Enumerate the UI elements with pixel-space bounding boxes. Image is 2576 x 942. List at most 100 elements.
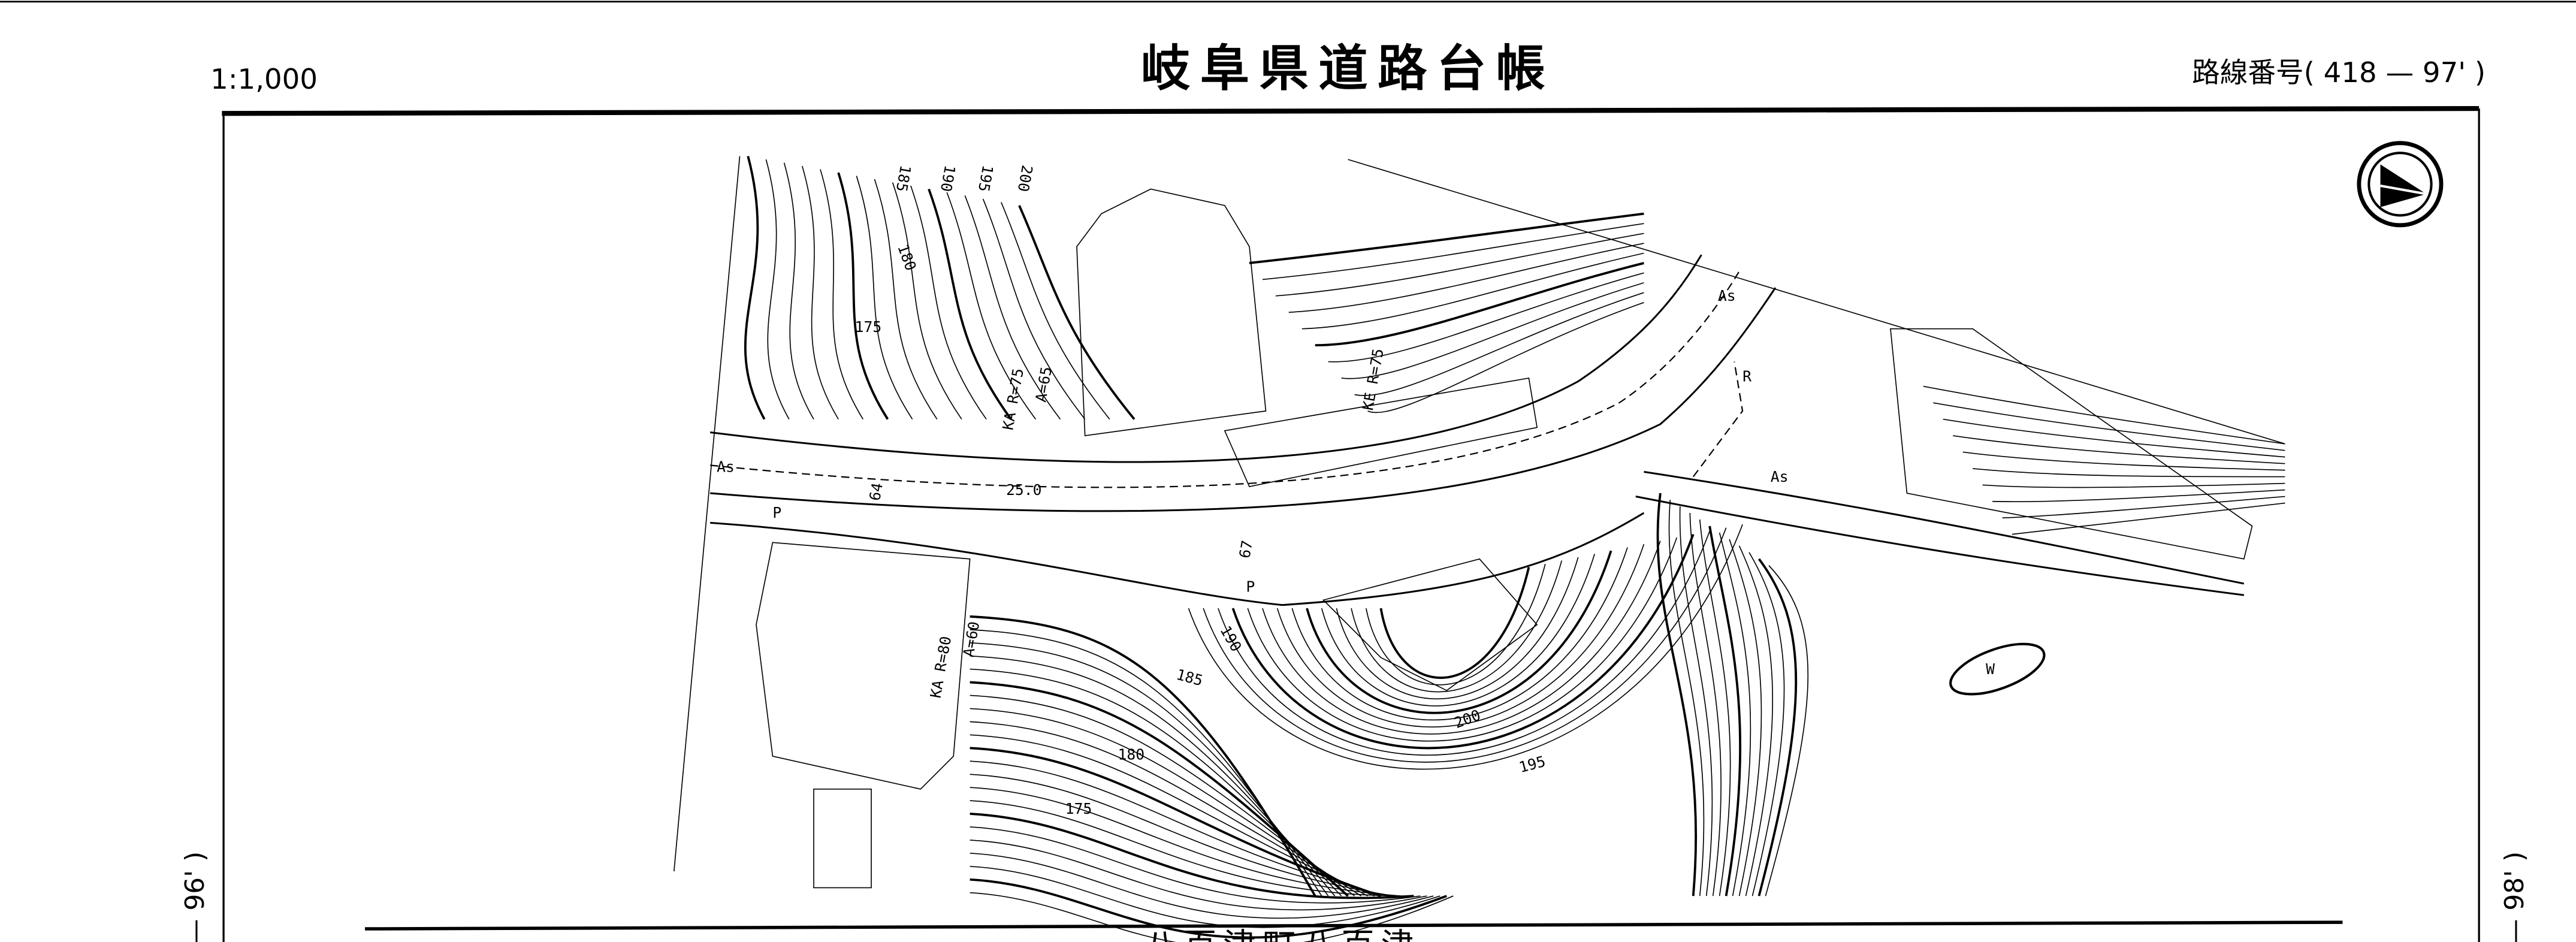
page-title: 岐阜県道路台帳 bbox=[1141, 41, 1555, 98]
contour-line bbox=[1203, 527, 1727, 763]
contour-line bbox=[802, 165, 839, 420]
contour-line bbox=[1668, 499, 1705, 896]
contour-line bbox=[970, 668, 1342, 896]
contour-line bbox=[970, 642, 1329, 896]
contour-line bbox=[1765, 565, 1809, 896]
contour-label: 195 bbox=[975, 164, 996, 193]
contour-line bbox=[1354, 292, 1644, 396]
contour-line bbox=[970, 629, 1322, 896]
contour-line bbox=[1367, 302, 1644, 413]
contour-line bbox=[970, 681, 1349, 897]
contour-line bbox=[1341, 282, 1644, 379]
station-label: P bbox=[1246, 578, 1255, 596]
contour-line bbox=[970, 708, 1362, 896]
contour-label: 185 bbox=[1174, 666, 1205, 690]
contour-line bbox=[1366, 563, 1546, 686]
contour-line bbox=[1708, 526, 1742, 896]
contour-line bbox=[970, 840, 1427, 911]
contour-line bbox=[856, 176, 913, 420]
contour-label: 180 bbox=[894, 242, 920, 273]
contour-line bbox=[765, 159, 790, 419]
contour-line bbox=[1933, 402, 2285, 451]
footer-location: 八百津町八百津 bbox=[1144, 926, 1420, 942]
contour-line bbox=[970, 721, 1368, 896]
contour-line bbox=[1275, 233, 1644, 297]
contour-label: 180 bbox=[1118, 745, 1145, 763]
contour-line bbox=[1001, 202, 1110, 420]
station-label: 67 bbox=[1236, 539, 1256, 559]
contour-line bbox=[1953, 435, 2285, 464]
contour-line bbox=[1379, 567, 1530, 679]
curve-label: KA R=75 bbox=[999, 367, 1027, 431]
contour-line bbox=[1262, 223, 1644, 280]
contour-line bbox=[1757, 558, 1798, 896]
road-surface-label: As bbox=[1718, 287, 1736, 304]
contour-line bbox=[1729, 539, 1762, 896]
contour-line bbox=[1306, 550, 1612, 714]
topographic-map: As As As KA R=75 A=65 KE R=75 KA R=80 A=… bbox=[673, 156, 2285, 942]
contour-line bbox=[1336, 557, 1579, 700]
contour-line bbox=[1699, 519, 1731, 896]
road bbox=[709, 254, 2245, 606]
contour-lines bbox=[744, 156, 2285, 942]
contour-label: 175 bbox=[855, 318, 882, 336]
contour-line bbox=[970, 734, 1375, 896]
contour-line bbox=[910, 185, 987, 420]
retaining-walls bbox=[756, 188, 2253, 889]
right-sheet-ref: — 98' ) bbox=[2499, 852, 2530, 942]
contour-label: 185 bbox=[893, 164, 914, 193]
contour-line bbox=[820, 169, 864, 420]
contour-line bbox=[1923, 385, 2285, 445]
scale-label: 1:1,000 bbox=[210, 63, 318, 95]
contour-line bbox=[1247, 537, 1678, 742]
contour-line bbox=[1679, 506, 1713, 896]
curve-label: A=65 bbox=[1032, 366, 1055, 404]
contour-line bbox=[1328, 272, 1644, 363]
route-number: 路線番号( 418 — 97' ) bbox=[2192, 56, 2486, 89]
dimension-label: 25.0 bbox=[1006, 481, 1041, 499]
contour-line bbox=[1276, 544, 1645, 727]
contour-line bbox=[1301, 252, 1644, 330]
contour-line bbox=[1982, 482, 2285, 488]
contour-line bbox=[970, 878, 1447, 939]
contour-line bbox=[1315, 262, 1644, 347]
contour-line bbox=[970, 800, 1408, 897]
contour-line bbox=[1288, 243, 1644, 313]
contour-line bbox=[1992, 489, 2285, 502]
contour-line bbox=[970, 853, 1434, 919]
contour-line bbox=[1351, 560, 1563, 693]
contour-line bbox=[970, 787, 1401, 897]
contour-line bbox=[783, 162, 814, 419]
contour-line bbox=[837, 172, 889, 420]
pond bbox=[1949, 642, 2046, 696]
contour-line bbox=[1973, 468, 2285, 478]
curve-label: KE R=75 bbox=[1359, 347, 1387, 412]
contour-line bbox=[1962, 451, 2285, 471]
contour-line bbox=[1218, 530, 1710, 756]
contour-line bbox=[1656, 493, 1698, 896]
survey-boundary bbox=[673, 156, 741, 872]
contour-line bbox=[1719, 532, 1751, 896]
contour-line bbox=[1321, 554, 1595, 707]
station-label: 64 bbox=[866, 481, 886, 502]
contour-line bbox=[970, 774, 1394, 896]
contour-label: 195 bbox=[1517, 753, 1548, 777]
contour-line bbox=[1231, 533, 1695, 750]
contour-label: 200 bbox=[1014, 164, 1036, 193]
map-frame bbox=[222, 105, 2480, 942]
contour-line bbox=[946, 192, 1037, 420]
contour-line bbox=[970, 655, 1336, 896]
contour-line bbox=[2012, 502, 2285, 535]
contour-line bbox=[2002, 496, 2285, 519]
road-surface-label: As bbox=[717, 458, 735, 475]
contour-line bbox=[1262, 541, 1661, 735]
contour-line bbox=[970, 760, 1388, 896]
contour-line bbox=[970, 865, 1440, 928]
station-label: P bbox=[772, 504, 781, 521]
contour-line bbox=[982, 198, 1086, 420]
curve-label: A=60 bbox=[959, 620, 983, 659]
contour-line bbox=[1249, 212, 1644, 264]
contour-line bbox=[744, 156, 766, 420]
contour-label: 190 bbox=[937, 164, 959, 193]
